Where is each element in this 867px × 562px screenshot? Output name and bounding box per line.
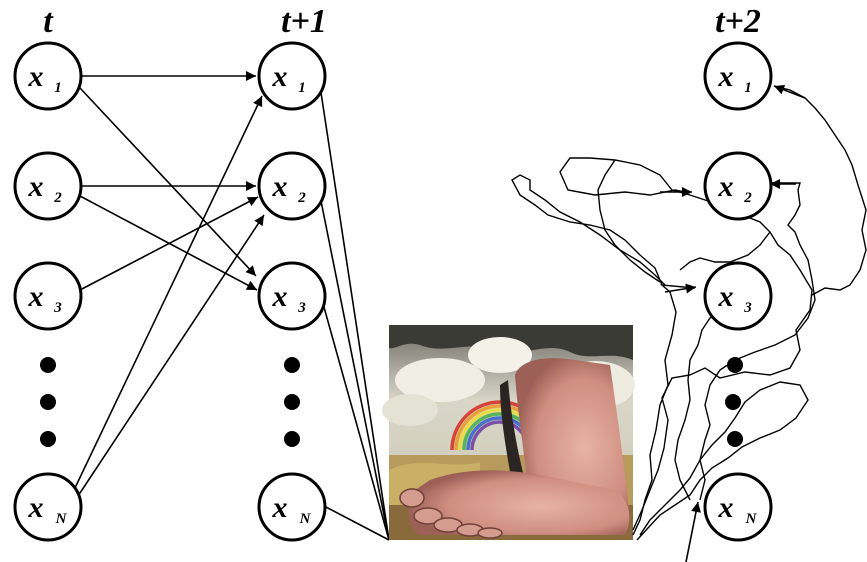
- ellipsis-dots-t: [40, 357, 56, 447]
- node-subscript: N: [55, 511, 68, 527]
- node-t-xN: x N: [15, 474, 81, 540]
- node-subscript: 3: [743, 300, 752, 316]
- node-subscript: 3: [297, 300, 306, 316]
- ellipsis-dots-t1: [284, 357, 300, 447]
- node-t-x3: x 3: [15, 263, 81, 329]
- node-var: x: [718, 491, 734, 524]
- time-label-t-plus-1: t+1: [281, 3, 327, 40]
- node-t-x1: x 1: [15, 43, 81, 109]
- node-t1-x3: x 3: [259, 263, 325, 329]
- node-t2-xN: x N: [705, 474, 771, 540]
- node-subscript: 2: [297, 190, 306, 206]
- node-subscript: 2: [53, 190, 62, 206]
- edges-t1-to-image: [320, 86, 389, 540]
- node-t-x2: x 2: [15, 153, 81, 219]
- node-t2-x3: x 3: [705, 263, 771, 329]
- node-var: x: [28, 60, 44, 93]
- node-var: x: [272, 280, 288, 313]
- node-var: x: [718, 170, 734, 203]
- node-var: x: [272, 170, 288, 203]
- node-subscript: N: [299, 511, 312, 527]
- node-var: x: [28, 280, 44, 313]
- node-subscript: 3: [53, 300, 62, 316]
- time-label-t-plus-2: t+2: [715, 3, 761, 40]
- node-t1-x2: x 2: [259, 153, 325, 219]
- edges-t-to-t1: [74, 76, 264, 496]
- node-subscript: N: [745, 511, 758, 527]
- node-var: x: [718, 60, 734, 93]
- ellipsis-dots-t2: [725, 357, 743, 447]
- node-subscript: 1: [298, 80, 306, 96]
- node-var: x: [28, 491, 44, 524]
- foot-image: [382, 325, 635, 540]
- node-var: x: [272, 491, 288, 524]
- node-t2-x1: x 1: [705, 43, 771, 109]
- node-subscript: 2: [743, 190, 752, 206]
- node-t1-xN: x N: [259, 474, 325, 540]
- node-var: x: [272, 60, 288, 93]
- node-subscript: 1: [54, 80, 62, 96]
- node-t1-x1: x 1: [259, 43, 325, 109]
- node-subscript: 1: [744, 80, 752, 96]
- node-var: x: [28, 170, 44, 203]
- node-var: x: [718, 280, 734, 313]
- time-label-t: t: [43, 3, 54, 40]
- node-t2-x2: x 2: [705, 153, 771, 219]
